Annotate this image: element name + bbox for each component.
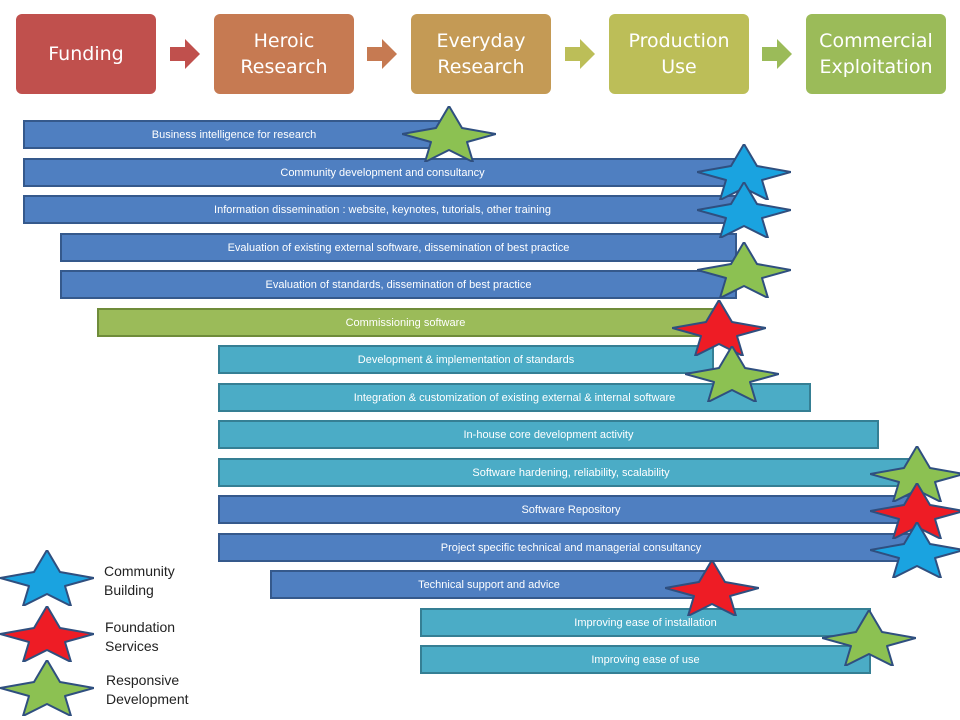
activity-bar: Evaluation of standards, dissemination o… — [60, 270, 737, 299]
activity-bar: In-house core development activity — [218, 420, 879, 449]
activity-bar: Evaluation of existing external software… — [60, 233, 737, 262]
star-icon — [870, 446, 960, 502]
star-icon — [665, 560, 759, 616]
star-icon — [672, 300, 766, 356]
activity-bar: Commissioning software — [97, 308, 714, 337]
stage-commercial-exploitation: Commercial Exploitation — [806, 14, 946, 94]
stage-funding: Funding — [16, 14, 156, 94]
star-icon — [402, 106, 496, 162]
star-icon — [697, 242, 791, 298]
star-icon — [870, 522, 960, 578]
arrow-icon — [565, 39, 595, 69]
activity-bar: Community development and consultancy — [23, 158, 742, 187]
activity-bar: Project specific technical and manageria… — [218, 533, 924, 562]
legend-label-foundation: Foundation Services — [105, 619, 176, 654]
activity-bar: Development & implementation of standard… — [218, 345, 714, 374]
foundation-services-star-icon — [0, 606, 94, 662]
stage-heroic-research: Heroic Research — [214, 14, 354, 94]
arrow-icon — [762, 39, 792, 69]
activity-bar: Improving ease of installation — [420, 608, 871, 637]
arrow-icon — [367, 39, 397, 69]
stage-production-use: Production Use — [609, 14, 749, 94]
legend-label-community: Community Building — [104, 563, 175, 598]
legend-label-responsive: Responsive Development — [106, 672, 189, 707]
arrow-icon — [170, 39, 200, 69]
star-icon — [685, 346, 779, 402]
activity-bar: Software Repository — [218, 495, 924, 524]
responsive-development-star-icon — [0, 660, 94, 716]
activity-bar: Business intelligence for research — [23, 120, 445, 149]
activity-bar: Technical support and advice — [270, 570, 708, 599]
stage-everyday-research: Everyday Research — [411, 14, 551, 94]
activity-bar: Information dissemination : website, key… — [23, 195, 742, 224]
star-icon — [822, 610, 916, 666]
community-building-star-icon — [0, 550, 94, 606]
activity-bar: Improving ease of use — [420, 645, 871, 674]
activity-bar: Software hardening, reliability, scalabi… — [218, 458, 924, 487]
star-icon — [697, 182, 791, 238]
star-icon — [697, 144, 791, 200]
star-icon — [870, 483, 960, 539]
